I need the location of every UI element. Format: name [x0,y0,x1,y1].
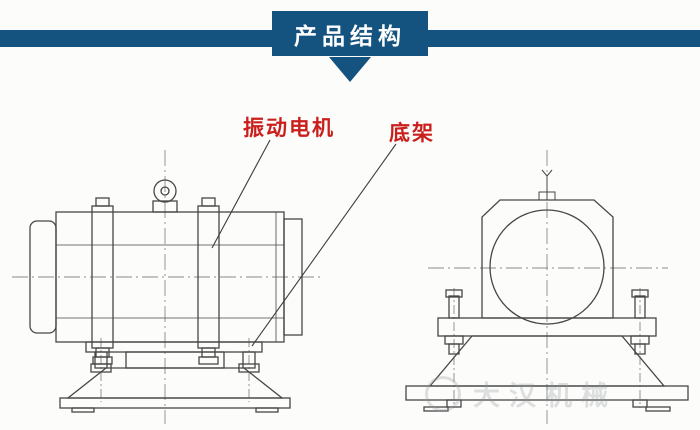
left-side-view [12,150,322,424]
section-title: 产品结构 [294,22,406,49]
leader-lines [211,139,397,347]
label-base-frame: 底架 [389,122,435,145]
down-arrow-pointer-icon [329,57,371,82]
front-view-centerlines [428,150,668,424]
leader-line-base [251,143,397,347]
cable-entry [538,169,556,201]
leader-line-motor [211,139,271,249]
clamp-bands [91,197,220,365]
front-end-view [405,150,689,424]
label-vibration-motor: 振动电机 [243,117,335,140]
base-frame-side [59,341,291,413]
base-frame-front [405,317,689,412]
motor-housing [481,199,614,325]
motor-circle [489,209,605,325]
left-view-centerlines [12,150,322,424]
section-title-box: 产品结构 [272,11,428,56]
